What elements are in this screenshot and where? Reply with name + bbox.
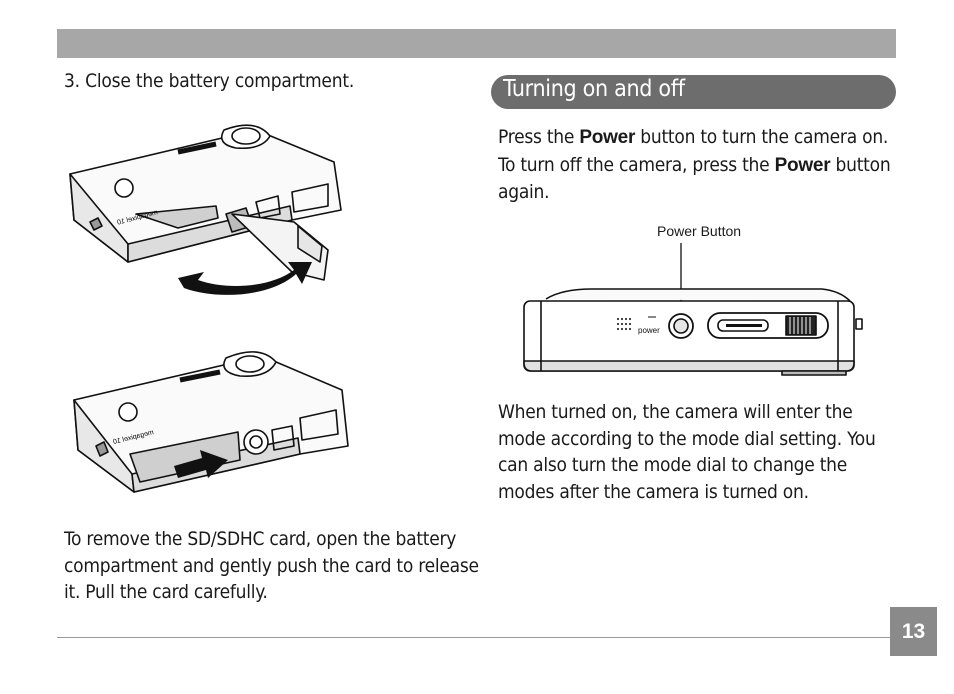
curved-arrow-icon <box>178 262 312 295</box>
page-number: 13 <box>890 607 937 656</box>
section-title: Turning on and off <box>503 76 685 102</box>
power-keyword: Power <box>579 127 636 148</box>
footer-divider <box>57 637 890 638</box>
camera-closed-compartment-illustration: megapixel 10 <box>73 351 349 493</box>
power-button-callout-label: Power Button <box>657 223 742 239</box>
power-keyword-2: Power <box>774 154 831 176</box>
power-label-on-camera: power <box>638 326 660 335</box>
camera-top-view-illustration: power <box>523 243 863 376</box>
power-instructions-paragraph: Press the Power button to turn the camer… <box>498 126 891 203</box>
turn-on-paragraph: When turned on, the camera will enter th… <box>498 401 876 503</box>
push-arrow-icon <box>174 450 228 478</box>
camera-open-compartment-illustration: megapixel 10 <box>69 124 342 295</box>
remove-card-paragraph: To remove the SD/SDHC card, open the bat… <box>64 528 479 603</box>
section-header-pill <box>491 75 896 109</box>
step-3-text: 3. Close the battery compartment. <box>64 70 355 92</box>
header-bar <box>57 29 896 58</box>
